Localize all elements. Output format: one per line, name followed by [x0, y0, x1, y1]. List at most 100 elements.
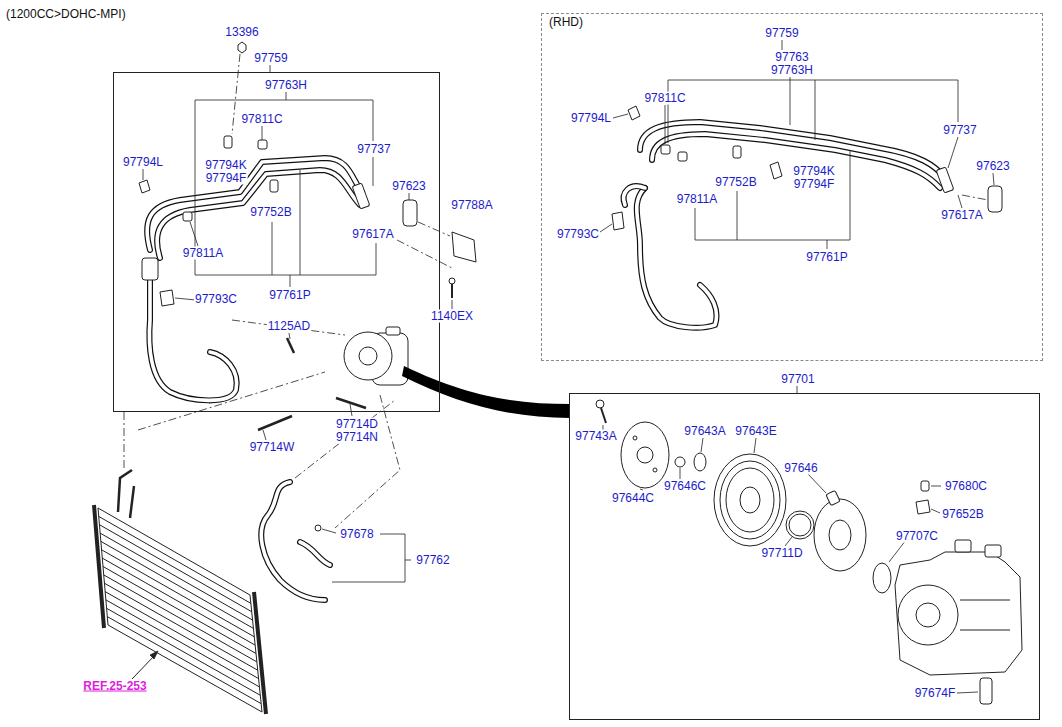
refrigerant-tubes [300, 542, 330, 565]
assembly-dash-lines [418, 222, 450, 236]
small-parts [612, 212, 624, 230]
small-parts [988, 186, 1002, 212]
group-number: 97701 [780, 373, 815, 386]
callout-number: 1140EX [430, 310, 474, 323]
condenser [130, 486, 134, 518]
callout-number: 97793C [194, 293, 238, 306]
condenser [94, 470, 266, 714]
small-parts [403, 200, 417, 226]
assembly-dash-lines [397, 240, 452, 268]
bracket-lines [150, 651, 158, 659]
condenser [102, 550, 255, 637]
callout-number: 97643E [734, 425, 777, 438]
bracket-lines [695, 150, 850, 249]
bracket-lines [143, 126, 262, 300]
assembly-dash-lines [138, 372, 325, 430]
callout-number: 97752B [249, 206, 292, 219]
bracket-lines [600, 105, 994, 232]
callout-number: 97714N [335, 431, 379, 444]
compressor-parts [694, 453, 706, 471]
callout-number: 97652B [941, 508, 984, 521]
assembly-dash-lines [124, 54, 988, 528]
condenser [101, 541, 254, 628]
compressor-parts [916, 603, 940, 627]
small-parts [270, 180, 278, 192]
callout-number: 97743A [574, 430, 617, 443]
compressor-parts [637, 447, 653, 463]
compressor-parts [740, 487, 760, 513]
callout-number: 97752B [714, 176, 757, 189]
callout-number: 97707C [895, 530, 939, 543]
callout-number: 97617A [351, 228, 394, 241]
small-parts [678, 152, 687, 161]
small-parts [139, 180, 150, 193]
compressor-parts [675, 457, 685, 467]
condenser [254, 592, 266, 714]
compressor-parts [960, 600, 1010, 630]
small-parts [770, 162, 782, 179]
callout-number: 97811C [240, 113, 283, 126]
small-parts [142, 258, 158, 280]
callout-number: 97763H [264, 79, 308, 92]
compressor-parts [916, 500, 930, 514]
callout-number: 97737 [942, 124, 977, 137]
compressor-parts [786, 511, 814, 539]
compressor-parts [653, 468, 657, 472]
callout-number: 97794F [793, 178, 836, 191]
bracket-lines [668, 40, 958, 143]
compressor-parts [596, 400, 604, 408]
bracket-lines [195, 170, 376, 287]
small-parts [183, 212, 192, 221]
callout-number: 97623 [391, 180, 426, 193]
condenser [105, 592, 259, 679]
assembly-dash-lines [124, 412, 125, 470]
small-parts [628, 106, 640, 120]
region-heading: (RHD) [548, 16, 584, 29]
refrigerant-tubes [637, 188, 717, 328]
callout-number: 13396 [224, 26, 259, 39]
callout-number: 97761P [805, 251, 848, 264]
compressor-parts [873, 563, 891, 593]
refrigerant-tubes [147, 122, 945, 600]
small-parts [352, 183, 370, 209]
condenser [106, 600, 260, 687]
callout-number: 97759 [764, 27, 799, 40]
callout-number: 97711D [760, 547, 803, 560]
callout-number: 97646C [663, 480, 707, 493]
small-parts [449, 278, 455, 284]
callout-number: 97643A [683, 425, 726, 438]
condenser [99, 516, 251, 603]
callout-number: 97762 [415, 554, 450, 567]
refrigerant-tubes [624, 186, 645, 205]
callout-number: 97674F [914, 687, 957, 700]
compressor-parts [985, 545, 1001, 557]
compressor-parts [955, 540, 971, 552]
assembly-dash-lines [232, 320, 345, 335]
bracket-lines [797, 386, 798, 393]
small-parts [386, 327, 400, 335]
small-parts [258, 416, 292, 430]
condenser [104, 583, 257, 670]
callout-number: 97794K [792, 165, 835, 178]
refrigerant-tubes [640, 122, 945, 178]
compressor-parts [826, 490, 840, 505]
small-parts [238, 42, 246, 53]
callout-number: 97763 [774, 51, 809, 64]
refrigerant-tubes [261, 482, 325, 600]
compressor-parts [980, 678, 992, 704]
callout-number: 97646 [783, 462, 818, 475]
refrigerant-tubes [157, 170, 360, 258]
callout-number: 1125AD [267, 320, 311, 333]
small-parts [733, 146, 741, 158]
small-parts [344, 332, 392, 380]
callout-number: 97714W [249, 441, 296, 454]
small-parts [315, 525, 321, 531]
small-parts [452, 232, 476, 262]
small-parts [139, 42, 1002, 531]
small-parts [258, 140, 267, 149]
small-parts [661, 145, 670, 154]
bracket-lines [263, 193, 452, 440]
compressor-parts [621, 422, 669, 488]
